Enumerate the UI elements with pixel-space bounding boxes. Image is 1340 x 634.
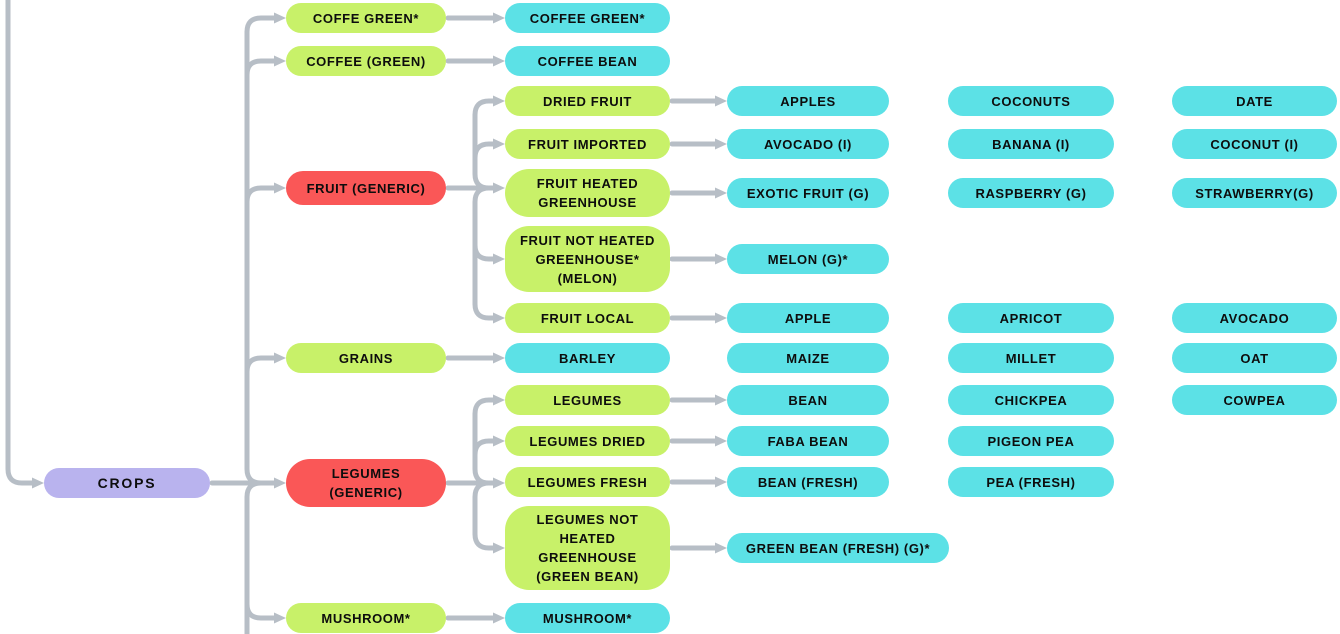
connector-line (472, 531, 499, 551)
node-bean-fresh: BEAN (FRESH) (727, 467, 889, 497)
node-fruit-heated: FRUIT HEATED GREENHOUSE (505, 169, 670, 217)
node-bean: BEAN (727, 385, 889, 415)
arrowhead-icon (715, 312, 727, 324)
connector-line (472, 438, 499, 458)
node-avocado-i: AVOCADO (I) (727, 129, 889, 159)
node-maize: MAIZE (727, 343, 889, 373)
node-apple: APPLE (727, 303, 889, 333)
arrowhead-icon (493, 542, 505, 554)
node-cowpea: COWPEA (1172, 385, 1337, 415)
connector-line (244, 601, 280, 621)
connector-line (472, 301, 499, 321)
node-faba-bean: FABA BEAN (727, 426, 889, 456)
node-legumes: LEGUMES (505, 385, 670, 415)
connector-line (244, 58, 280, 78)
node-melon-g: MELON (G)* (727, 244, 889, 274)
node-green-bean-fresh: GREEN BEAN (FRESH) (G)* (727, 533, 949, 563)
connector-line (472, 98, 499, 118)
arrowhead-icon (715, 138, 727, 150)
node-exotic-fruit: EXOTIC FRUIT (G) (727, 178, 889, 208)
node-oat: OAT (1172, 343, 1337, 373)
arrowhead-icon (274, 55, 286, 67)
arrowhead-icon (493, 477, 505, 489)
node-grains: GRAINS (286, 343, 446, 373)
arrowhead-icon (274, 477, 286, 489)
arrowhead-icon (493, 182, 505, 194)
node-coconuts: COCONUTS (948, 86, 1114, 116)
node-legumes-dried: LEGUMES DRIED (505, 426, 670, 456)
node-raspberry-g: RASPBERRY (G) (948, 178, 1114, 208)
node-mushroom: MUSHROOM* (505, 603, 670, 633)
connector-line (5, 0, 38, 486)
arrowhead-icon (493, 253, 505, 265)
node-coffee-green-cat: COFFEE (GREEN) (286, 46, 446, 76)
node-coffee-green-leaf: COFFEE GREEN* (505, 3, 670, 33)
arrowhead-icon (715, 187, 727, 199)
arrowhead-icon (274, 352, 286, 364)
arrowhead-icon (274, 182, 286, 194)
arrowhead-icon (274, 612, 286, 624)
node-legumes-greenhouse: LEGUMES NOT HEATED GREENHOUSE (GREEN BEA… (505, 506, 670, 590)
node-pigeon-pea: PIGEON PEA (948, 426, 1114, 456)
node-coffe-green: COFFE GREEN* (286, 3, 446, 33)
arrowhead-icon (715, 253, 727, 265)
connector-line (244, 185, 280, 205)
node-fruit-generic: FRUIT (GENERIC) (286, 171, 446, 205)
arrowhead-icon (493, 12, 505, 24)
arrowhead-icon (32, 477, 44, 489)
node-dried-fruit: DRIED FRUIT (505, 86, 670, 116)
arrowhead-icon (715, 95, 727, 107)
connector-line (472, 242, 499, 262)
connector-line (244, 15, 280, 35)
arrowhead-icon (274, 12, 286, 24)
arrowhead-icon (493, 312, 505, 324)
node-millet: MILLET (948, 343, 1114, 373)
arrowhead-icon (715, 476, 727, 488)
node-coconut-i: COCONUT (I) (1172, 129, 1337, 159)
arrowhead-icon (493, 612, 505, 624)
node-strawberry-g: STRAWBERRY(G) (1172, 178, 1337, 208)
arrowhead-icon (493, 394, 505, 406)
node-apricot: APRICOT (948, 303, 1114, 333)
node-avocado: AVOCADO (1172, 303, 1337, 333)
arrowhead-icon (715, 394, 727, 406)
connector-line (472, 397, 499, 417)
arrowhead-icon (715, 542, 727, 554)
node-legumes-fresh: LEGUMES FRESH (505, 467, 670, 497)
node-date: DATE (1172, 86, 1337, 116)
arrowhead-icon (493, 352, 505, 364)
node-banana-i: BANANA (I) (948, 129, 1114, 159)
arrowhead-icon (715, 435, 727, 447)
arrowhead-icon (493, 95, 505, 107)
node-fruit-imported: FRUIT IMPORTED (505, 129, 670, 159)
node-mushroom-cat: MUSHROOM* (286, 603, 446, 633)
node-crops: CROPS (44, 468, 210, 498)
arrowhead-icon (493, 55, 505, 67)
node-coffee-bean: COFFEE BEAN (505, 46, 670, 76)
node-apples: APPLES (727, 86, 889, 116)
node-fruit-not-heated: FRUIT NOT HEATED GREENHOUSE* (MELON) (505, 226, 670, 292)
node-pea-fresh: PEA (FRESH) (948, 467, 1114, 497)
node-legumes-generic: LEGUMES (GENERIC) (286, 459, 446, 507)
arrowhead-icon (493, 435, 505, 447)
connector-line (244, 355, 280, 375)
node-fruit-local: FRUIT LOCAL (505, 303, 670, 333)
connector-line (472, 141, 499, 161)
node-chickpea: CHICKPEA (948, 385, 1114, 415)
arrowhead-icon (493, 138, 505, 150)
node-barley: BARLEY (505, 343, 670, 373)
